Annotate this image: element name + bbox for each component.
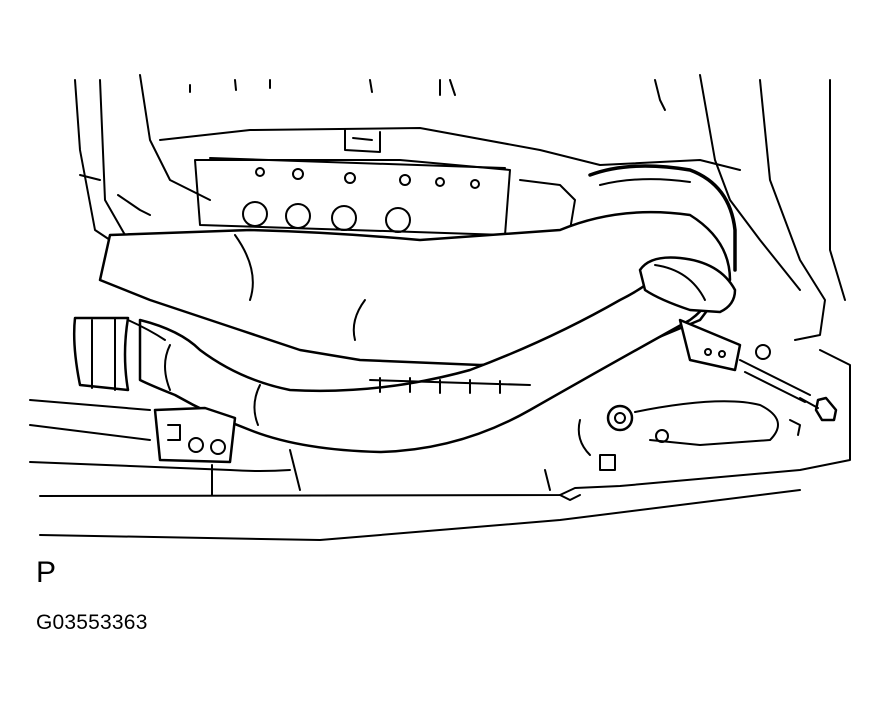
- engine-compartment-outline: [74, 74, 846, 341]
- view-label: P: [36, 556, 57, 589]
- hose-clamp-right: [638, 256, 737, 314]
- under-cover-panel: [29, 349, 851, 541]
- relay-box: [194, 129, 576, 236]
- bracket-and-bolt: [678, 318, 838, 422]
- mounting-bracket: [153, 406, 237, 496]
- lower-components: [369, 377, 801, 471]
- reference-code: G03553363: [36, 611, 148, 634]
- engine-bay-line-drawing: [29, 74, 851, 541]
- hose-clamp-left: [72, 316, 166, 392]
